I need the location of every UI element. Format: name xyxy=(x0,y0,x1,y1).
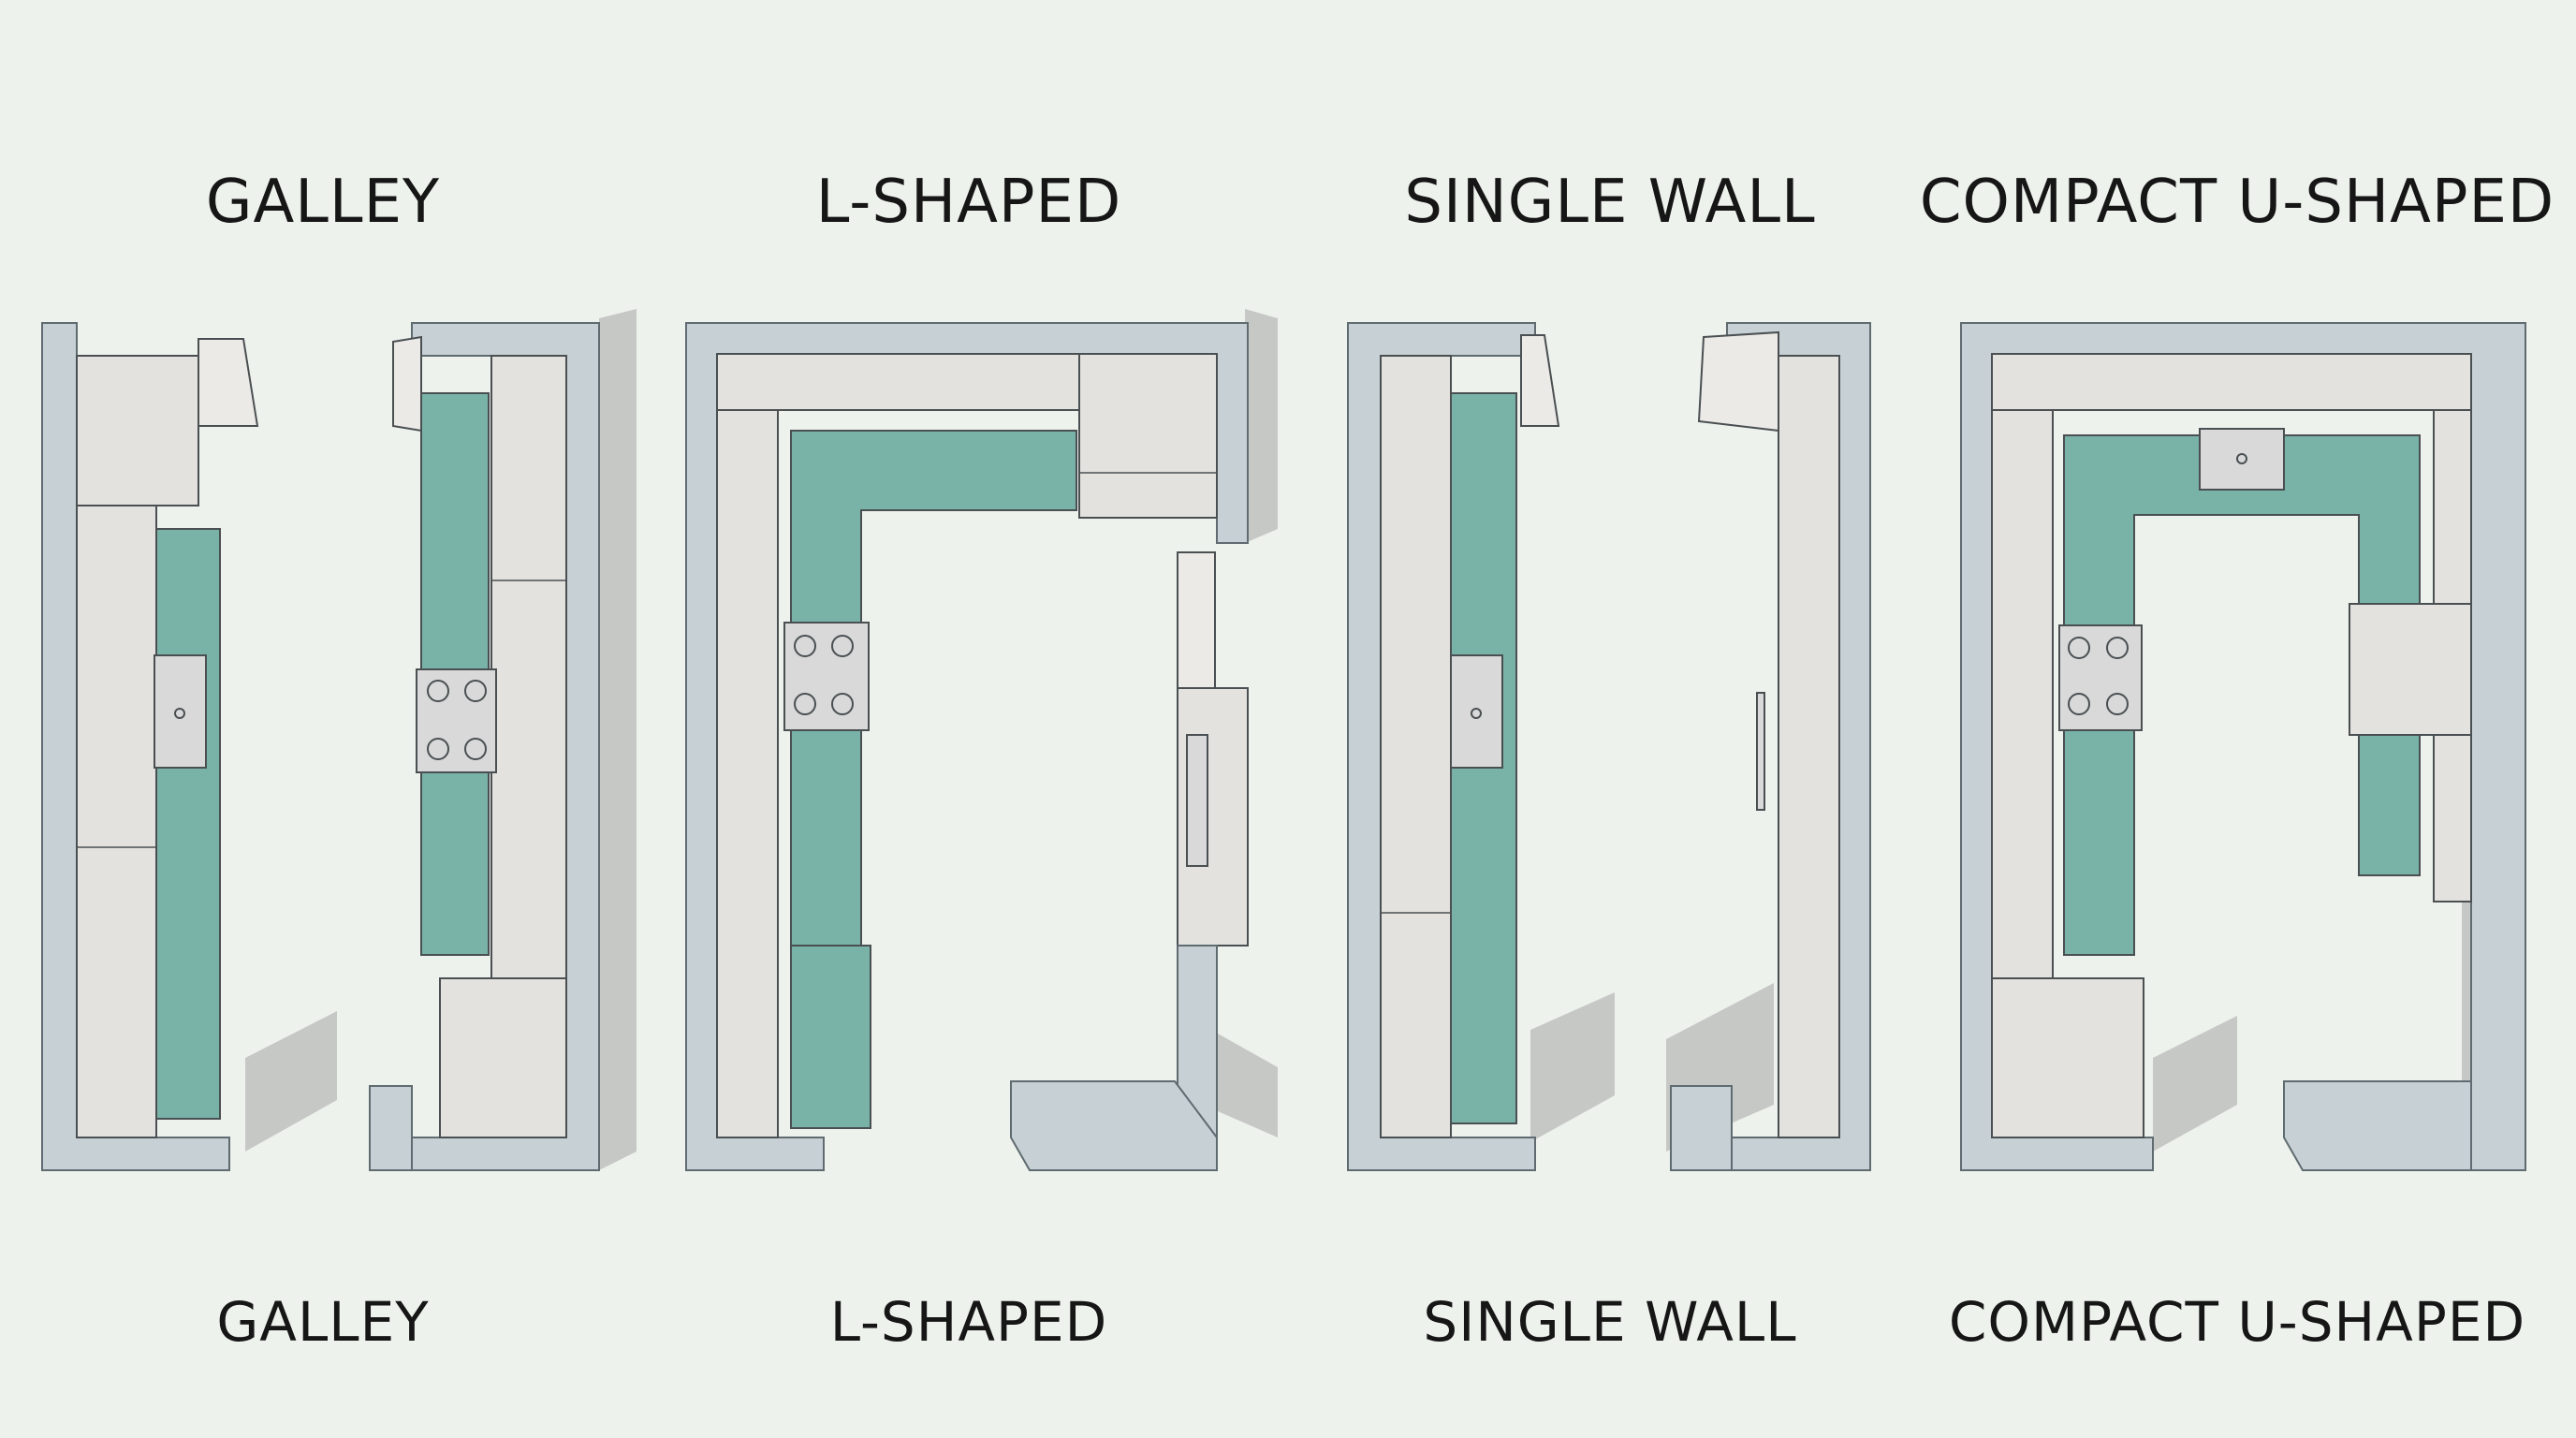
sink xyxy=(154,654,207,769)
label-single-wall-top: SINGLE WALL xyxy=(1404,168,1816,237)
counter xyxy=(1380,355,1452,1138)
shadow xyxy=(1245,309,1278,543)
right-counter xyxy=(490,355,567,984)
upper-cabinet xyxy=(1520,334,1560,427)
plan-galley xyxy=(41,309,637,1171)
floor-step xyxy=(1670,1085,1733,1171)
backsplash xyxy=(2063,434,2421,956)
label-compact-u-shaped-top: COMPACT U-SHAPED xyxy=(1919,168,2555,237)
base-unit xyxy=(790,945,871,1129)
shadow xyxy=(245,1011,337,1152)
top-counter xyxy=(1991,353,2472,411)
label-galley-bottom: GALLEY xyxy=(216,1290,430,1354)
shadow xyxy=(599,309,637,1170)
plan-single-wall xyxy=(1347,322,1871,1171)
floor-step xyxy=(1010,1080,1218,1171)
plan-compact-u-shaped xyxy=(1960,322,2526,1171)
tall-cabinet xyxy=(76,355,199,506)
end-cap xyxy=(392,335,422,433)
plan-l-shaped xyxy=(685,309,1278,1171)
backsplash xyxy=(155,528,221,1120)
refrigerator xyxy=(1078,353,1218,519)
oven-window xyxy=(1186,734,1208,867)
handle xyxy=(1756,692,1765,811)
label-compact-u-shaped-bottom: COMPACT U-SHAPED xyxy=(1948,1290,2526,1354)
label-galley-top: GALLEY xyxy=(205,168,441,237)
shadow xyxy=(1530,992,1615,1142)
sink xyxy=(1450,654,1503,769)
drain xyxy=(1471,708,1482,719)
label-l-shaped-bottom: L-SHAPED xyxy=(829,1290,1108,1354)
floor-step xyxy=(369,1085,413,1171)
sink xyxy=(2199,428,2285,491)
left-wall xyxy=(41,322,230,1171)
side-cabinet xyxy=(1177,551,1216,694)
label-l-shaped-top: L-SHAPED xyxy=(815,168,1122,237)
drain xyxy=(2236,453,2247,464)
base-unit xyxy=(439,977,567,1138)
drain xyxy=(174,708,185,719)
end-cap xyxy=(1697,330,1779,433)
refrigerator xyxy=(2349,603,2472,736)
floor-step xyxy=(2283,1080,2472,1171)
cabinet-top xyxy=(198,338,259,427)
base-unit xyxy=(1991,977,2144,1138)
left-counter xyxy=(716,409,779,1138)
label-single-wall-bottom: SINGLE WALL xyxy=(1423,1290,1797,1354)
shadow xyxy=(1203,1025,1278,1137)
shadow xyxy=(2153,1016,2237,1152)
tall-unit xyxy=(1778,355,1840,1138)
